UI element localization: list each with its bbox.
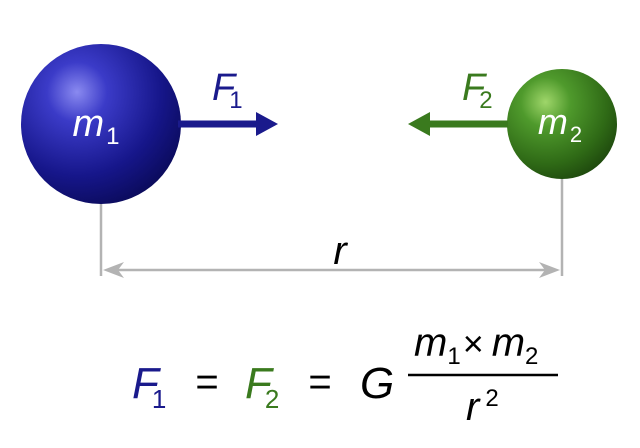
mass1-label: m1 — [72, 103, 119, 150]
force1-label: F1 — [212, 67, 243, 114]
distance-arrow — [103, 262, 560, 278]
formula-numerator: m1×m2 — [414, 321, 538, 370]
distance-label: r — [333, 229, 348, 273]
formula-constant: G — [360, 359, 394, 408]
force2-arrow — [408, 112, 508, 136]
mass2-sphere — [507, 69, 617, 179]
mass1-sphere — [21, 44, 181, 204]
formula-equals-1: = — [195, 360, 218, 404]
formula-equals-2: = — [308, 360, 331, 404]
force2-label: F2 — [462, 67, 493, 114]
formula-f1: F1 — [132, 359, 166, 414]
mass2-label: m2 — [538, 101, 582, 147]
formula-f2: F2 — [245, 359, 279, 414]
force1-arrow — [178, 112, 278, 136]
